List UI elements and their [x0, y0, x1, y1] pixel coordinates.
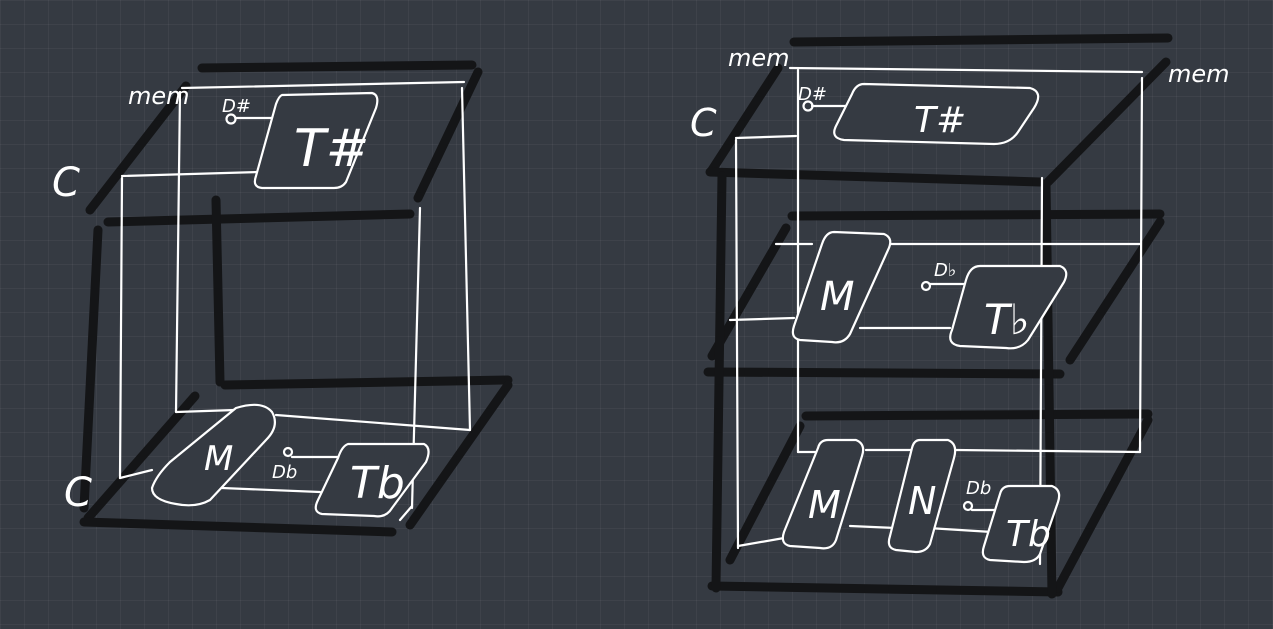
right-frame-bottom-front-right: [926, 526, 994, 534]
right-core-label: C: [690, 101, 717, 145]
right-bottom-driver-node: [962, 500, 974, 512]
right-top-left-edge: [707, 63, 783, 175]
right-top-thread-box: [833, 82, 1040, 146]
right-frame-top-front: [734, 134, 798, 140]
right-bottom-left-edge: [725, 421, 805, 565]
right-frame-top-back: [788, 66, 1144, 74]
right-bottom-driver-label: Db: [966, 478, 991, 499]
left-back-post: [211, 195, 225, 387]
left-bottom-group: M Tb Db: [150, 403, 430, 518]
left-mem-label: mem: [128, 82, 190, 110]
left-frame-top-back: [180, 80, 466, 90]
right-mid-driver-node: [920, 280, 932, 292]
left-frame-bottom-back-right: [274, 413, 472, 432]
left-frame: [118, 80, 472, 522]
left-diagram: T# D# M Tb Db mem C C: [52, 60, 513, 537]
left-top-core-label: C: [52, 160, 80, 206]
left-top-front-edge: [103, 209, 415, 227]
right-mid-module-box: [791, 230, 892, 344]
right-bottom-front-edge: [707, 581, 1063, 597]
left-top-thread-group: T# D#: [222, 91, 379, 190]
left-bottom-module-box: [150, 403, 277, 507]
left-bottom-driver-label: Db: [272, 462, 297, 483]
right-top-back-edge: [789, 33, 1173, 47]
left-top-thread-label: T#: [294, 119, 369, 179]
left-frame-bottom-front-right-stub: [398, 504, 414, 522]
right-mid-thread-box: [949, 264, 1068, 350]
right-mid-left-edge: [707, 223, 791, 361]
left-top-driver-node: [225, 113, 237, 125]
left-bottom-back-edge: [220, 375, 513, 390]
right-bottom-module-label: M: [808, 483, 841, 527]
left-frame-front-left-post: [118, 176, 124, 480]
right-frame-mid-front-left: [728, 316, 796, 322]
left-frame-back-right-post: [460, 86, 472, 432]
left-bottom-right-edge: [405, 380, 513, 530]
left-top-thread-box: [253, 91, 379, 190]
right-diagram: T# D# M T♭ D♭ M N Tb Db mem mem C: [690, 33, 1230, 599]
right-mem-left-label: mem: [728, 44, 790, 72]
right-bottom-module-box: [781, 438, 865, 550]
right-bottom-n-box: [887, 438, 957, 554]
left-bottom-thread-box: [314, 442, 430, 518]
left-top-right-edge: [413, 67, 483, 203]
right-frame-front-left-post: [734, 138, 740, 550]
right-frame-bottom-back-right: [954, 448, 1142, 454]
left-frame-bottom-front-stub: [118, 468, 154, 480]
left-front-left-post: [79, 225, 103, 513]
right-frame-bottom-front-left: [736, 536, 786, 548]
left-shelf-lines: [79, 60, 513, 537]
left-top-back-edge: [197, 60, 477, 73]
left-bottom-core-label: C: [64, 470, 92, 516]
right-bottom-right-edge: [1053, 415, 1153, 593]
right-top-thread-group: T# D#: [798, 82, 1040, 146]
left-frame-back-left-post: [174, 90, 182, 414]
left-frame-bottom-back: [174, 408, 237, 414]
right-frame-back-right-post: [1138, 76, 1144, 454]
right-mid-back-edge: [787, 209, 1165, 221]
left-bottom-front-edge: [79, 517, 397, 537]
right-shelf-lines: [703, 33, 1173, 599]
left-bottom-front-connector: [220, 486, 322, 494]
right-bottom-thread-box: [981, 484, 1061, 564]
right-bottom-n-label: N: [908, 479, 936, 523]
left-top-left-edge: [85, 81, 191, 215]
right-top-front-edge: [705, 167, 1045, 187]
right-bottom-back-edge: [801, 409, 1153, 421]
right-frame: [728, 66, 1144, 566]
left-bottom-left-edge: [83, 391, 200, 523]
right-mid-thread-label: T♭: [984, 295, 1029, 344]
right-mid-right-edge: [1065, 217, 1165, 365]
left-bottom-thread-label: Tb: [350, 458, 405, 509]
left-frame-top-front: [120, 170, 260, 178]
right-mid-module-label: M: [820, 274, 855, 320]
left-bottom-module-label: M: [204, 439, 233, 479]
right-frame-bottom-front-mid: [848, 524, 898, 530]
right-top-thread-label: T#: [914, 100, 966, 141]
right-top-right-edge: [1043, 57, 1171, 187]
right-bottom-thread-label: Tb: [1006, 514, 1051, 555]
right-top-driver-node: [802, 100, 814, 112]
right-mid-front-edge: [703, 367, 1065, 379]
right-front-left-post: [711, 171, 727, 593]
right-front-right-post: [1041, 179, 1057, 599]
right-mid-group: M T♭ D♭: [791, 230, 1068, 350]
left-bottom-driver-node: [282, 446, 294, 458]
left-top-driver-label: D#: [222, 96, 251, 117]
right-mid-driver-label: D♭: [934, 260, 956, 281]
right-top-driver-label: D#: [798, 84, 827, 105]
right-mem-right-label: mem: [1168, 60, 1230, 88]
right-bottom-group: M N Tb Db: [781, 438, 1061, 564]
